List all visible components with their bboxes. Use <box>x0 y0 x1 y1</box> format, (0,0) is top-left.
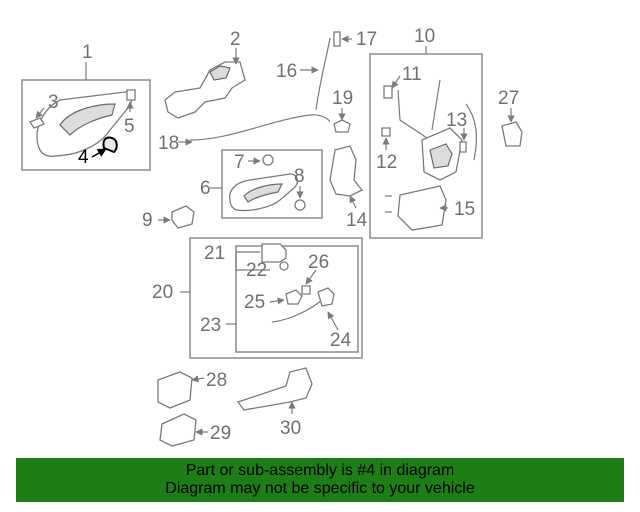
hinge-upper-part <box>157 371 193 409</box>
hinge-lower-part <box>159 413 197 447</box>
callout-9: 9 <box>142 210 153 231</box>
callout-22: 22 <box>246 260 267 281</box>
part-4-highlighted <box>102 136 118 154</box>
callout-24: 24 <box>330 330 352 351</box>
callout-21: 21 <box>204 243 225 264</box>
callout-3: 3 <box>48 92 59 113</box>
parts-diagram: 1 2 3 4 5 6 7 8 9 10 11 12 13 14 15 16 1… <box>21 26 523 447</box>
callout-13: 13 <box>446 110 467 131</box>
callout-10: 10 <box>414 26 435 47</box>
callout-20: 20 <box>152 282 173 303</box>
callout-4-highlighted: 4 <box>78 147 89 168</box>
callout-8: 8 <box>294 166 305 187</box>
callout-7: 7 <box>234 152 245 173</box>
part-9 <box>171 205 195 229</box>
latch-lower-part <box>397 185 447 231</box>
callout-14: 14 <box>346 210 368 231</box>
callout-29: 29 <box>210 423 231 444</box>
part-14-bracket <box>329 145 364 197</box>
callout-16: 16 <box>276 61 297 82</box>
callout-2: 2 <box>230 29 241 50</box>
box-group-20 <box>189 237 363 359</box>
callout-5: 5 <box>124 116 135 137</box>
door-checker-part <box>236 367 313 411</box>
box-group-23 <box>235 245 359 353</box>
rod-bracket-part <box>164 61 246 119</box>
part-27 <box>501 121 523 147</box>
callout-15: 15 <box>454 199 475 220</box>
callout-1: 1 <box>82 42 93 63</box>
callout-6: 6 <box>200 178 211 199</box>
lock-cylinder-part <box>261 243 287 263</box>
callout-27: 27 <box>498 88 519 109</box>
callout-30: 30 <box>280 418 301 439</box>
callout-26: 26 <box>308 252 329 273</box>
callout-12: 12 <box>376 152 397 173</box>
callout-28: 28 <box>206 370 227 391</box>
callout-19: 19 <box>332 88 353 109</box>
callout-17: 17 <box>356 29 377 50</box>
callout-18: 18 <box>158 133 179 154</box>
box-group-6 <box>221 149 323 219</box>
banner-line-1: Part or sub-assembly is #4 in diagram <box>185 462 455 479</box>
callout-11: 11 <box>402 64 422 85</box>
callout-25: 25 <box>244 292 265 313</box>
callout-23: 23 <box>200 315 221 336</box>
info-banner: Part or sub-assembly is #4 in diagram Di… <box>16 458 624 502</box>
banner-line-2: Diagram may not be specific to your vehi… <box>165 480 475 497</box>
